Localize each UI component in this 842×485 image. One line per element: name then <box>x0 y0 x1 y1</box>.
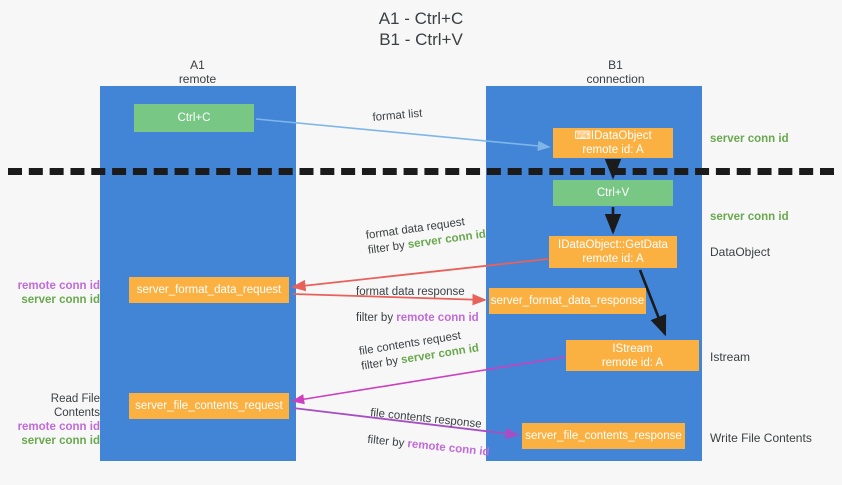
filter-prefix: filter by <box>356 312 397 324</box>
box-idataobject-title: ⌨IDataObject <box>574 130 652 142</box>
annotation-file-contents-response-line1: file contents response <box>369 406 483 431</box>
lane-header-b1: B1 connection <box>508 58 723 86</box>
box-ctrl-v-label: Ctrl+V <box>596 187 630 199</box>
label-server-conn-id-lower: server conn id <box>21 435 100 447</box>
annotation-format-data-request: format data request filter by server con… <box>365 212 487 258</box>
box-istream-remote-id: remote id: A <box>601 356 664 369</box>
annotation-file-contents-response-line2: filter by remote conn id <box>367 433 491 461</box>
label-write-file-contents: Write File Contents <box>710 431 812 445</box>
label-conn-ids-lower: Read File Contents remote conn id server… <box>8 392 100 448</box>
label-istream: Istream <box>710 350 751 364</box>
box-idataobject-remote-id: remote id: A <box>582 144 644 156</box>
title-line-1: A1 - Ctrl+C <box>378 9 464 28</box>
lane-b1-sub: connection <box>586 72 645 86</box>
box-getdata[interactable]: IDataObject::GetData remote id: A <box>549 236 677 268</box>
box-idataobject[interactable]: ⌨IDataObject remote id: A <box>553 128 673 158</box>
lane-header-a1: A1 remote <box>120 58 275 86</box>
label-remote-conn-id-upper: remote conn id <box>17 280 100 292</box>
box-ctrl-v[interactable]: Ctrl+V <box>553 180 673 206</box>
box-getdata-title: IDataObject::GetData <box>558 239 668 251</box>
box-server-format-data-response[interactable]: server_format_data_response <box>489 288 646 314</box>
box-server-format-data-request-label: server_format_data_request <box>136 284 282 296</box>
annotation-file-contents-response: file contents response filter by remote … <box>367 406 493 461</box>
filter-token-remote-conn-id: remote conn id <box>396 312 479 324</box>
annotation-file-contents-request: file contents request filter by server c… <box>358 326 480 374</box>
page-title: A1 - Ctrl+C B1 - Ctrl+V <box>0 8 842 50</box>
label-server-conn-id-top: server conn id <box>710 133 789 145</box>
box-ctrl-c-label: Ctrl+C <box>177 112 211 124</box>
label-server-conn-id-upper: server conn id <box>21 294 100 306</box>
annotation-format-data-response-line1: format data response <box>356 286 465 298</box>
box-server-file-contents-request-label: server_file_contents_request <box>135 400 283 412</box>
annotation-format-data-response: format data response filter by remote co… <box>356 285 479 326</box>
label-read-file-contents: Read File Contents <box>50 393 100 419</box>
box-server-format-data-request[interactable]: server_format_data_request <box>129 277 289 303</box>
lane-b1-name: B1 <box>608 58 623 72</box>
box-server-file-contents-request[interactable]: server_file_contents_request <box>129 393 289 419</box>
filter-prefix: filter by <box>367 239 409 257</box>
label-remote-conn-id-lower: remote conn id <box>17 421 100 433</box>
box-istream[interactable]: IStream remote id: A <box>566 340 699 371</box>
annotation-format-list-line1: format list <box>372 107 423 124</box>
annotation-format-data-response-line2: filter by remote conn id <box>356 311 479 326</box>
filter-token-remote-conn-id: remote conn id <box>406 438 491 459</box>
box-server-file-contents-response-label: server_file_contents_response <box>525 430 682 442</box>
lane-a1-sub: remote <box>178 72 217 86</box>
box-getdata-remote-id: remote id: A <box>582 253 644 265</box>
box-server-format-data-response-label: server_format_data_response <box>490 295 645 307</box>
box-server-file-contents-response[interactable]: server_file_contents_response <box>522 423 685 449</box>
box-istream-title: IStream <box>612 342 653 355</box>
label-conn-ids-upper: remote conn id server conn id <box>10 279 100 307</box>
phase-divider <box>8 168 834 175</box>
label-server-conn-id-mid: server conn id <box>710 211 789 223</box>
lane-a1-name: A1 <box>190 58 205 72</box>
box-ctrl-c[interactable]: Ctrl+C <box>134 104 254 132</box>
title-line-2: B1 - Ctrl+V <box>379 30 463 49</box>
label-dataobject: DataObject <box>710 245 771 259</box>
filter-prefix: filter by <box>366 433 409 450</box>
annotation-format-list: format list <box>372 107 423 126</box>
